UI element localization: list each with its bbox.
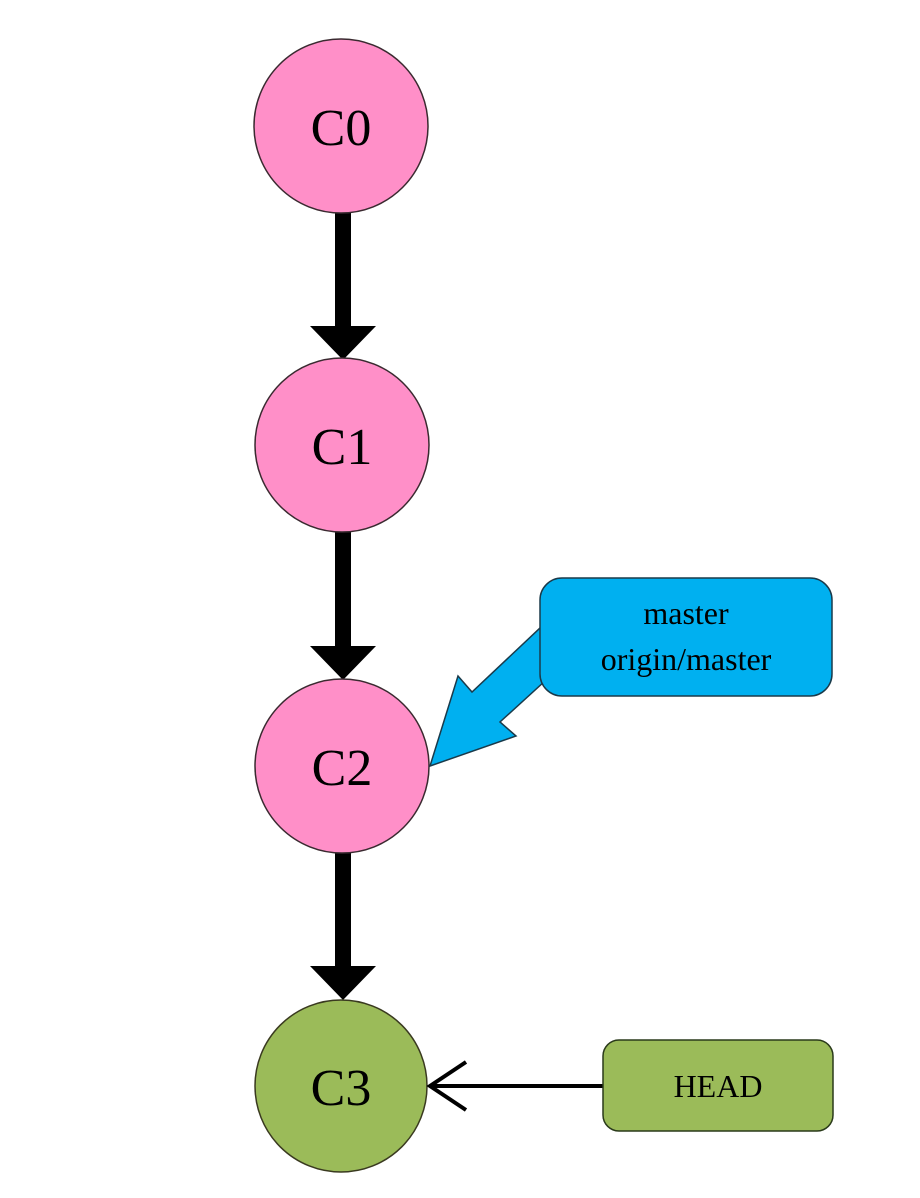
branch-ref-callout[interactable]: master origin/master (428, 577, 833, 768)
commit-node-c2[interactable]: C2 (254, 678, 430, 854)
commit-label: C2 (312, 740, 373, 797)
ref-label-head: HEAD (674, 1068, 763, 1104)
commit-node-c0[interactable]: C0 (253, 38, 429, 214)
commit-label: C3 (311, 1060, 372, 1117)
commit-label: C0 (311, 100, 372, 157)
commit-label: C1 (312, 419, 373, 476)
commit-node-c1[interactable]: C1 (254, 357, 430, 533)
edge-c0-c1 (310, 204, 376, 360)
commit-node-c3[interactable]: C3 (254, 999, 428, 1173)
ref-label-origin-master: origin/master (601, 641, 772, 677)
edge-c2-c3 (310, 842, 376, 1000)
edge-c1-c2 (310, 522, 376, 680)
ref-label-master: master (643, 595, 729, 631)
open-arrowhead-icon (426, 1060, 468, 1112)
head-ref[interactable]: HEAD (426, 1039, 834, 1132)
